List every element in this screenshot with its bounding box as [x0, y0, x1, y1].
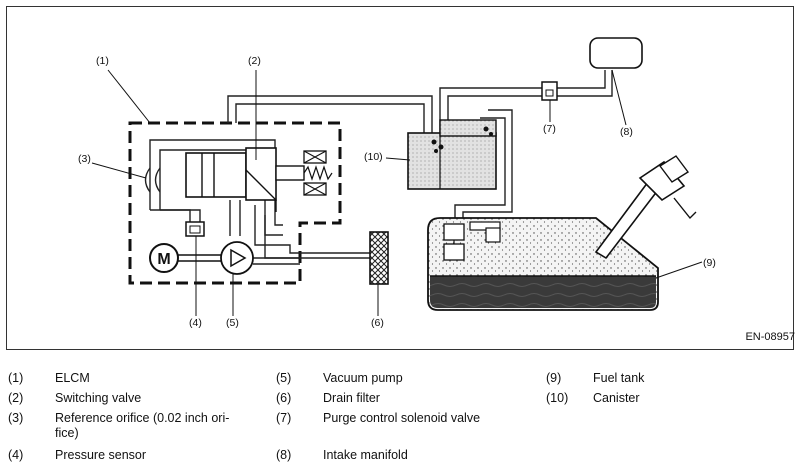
legend: (1) ELCM (2) Switching valve (3) Referen…: [0, 366, 803, 473]
callout-1: (1): [96, 55, 109, 67]
elcm-boundary: [128, 121, 342, 285]
legend-number: (4): [8, 448, 24, 462]
reference-orifice: [144, 167, 161, 193]
legend-number: (2): [8, 391, 24, 405]
diagram-frame: [6, 6, 794, 350]
legend-number: (5): [276, 371, 292, 385]
legend-text: ELCM: [55, 371, 90, 385]
callout-3: (3): [78, 153, 91, 165]
legend-number: (8): [276, 448, 292, 462]
legend-text-continued: fice): [55, 426, 79, 440]
filler-neck: [594, 155, 697, 260]
callout-7: (7): [543, 123, 556, 135]
callout-6: (6): [371, 317, 384, 329]
legend-text: Pressure sensor: [55, 448, 147, 462]
elcm-internal-piping: [149, 139, 370, 265]
motor-icon: M: [149, 243, 222, 273]
figure-code: EN-08957: [745, 331, 795, 343]
elcm-system-diagram: M: [78, 37, 716, 329]
callout-5: (5): [226, 317, 239, 329]
legend-number: (10): [546, 391, 569, 405]
leader-lines: [91, 69, 703, 316]
callout-9: (9): [703, 257, 716, 269]
callout-8: (8): [620, 126, 633, 138]
intake-manifold: [589, 37, 643, 69]
switching-valve: [185, 147, 333, 212]
pressure-sensor: [185, 221, 205, 237]
canister: [407, 119, 497, 190]
motor-symbol: M: [157, 251, 170, 268]
legend-number: (6): [276, 391, 292, 405]
legend-number: (9): [546, 371, 562, 385]
legend-number: (7): [276, 411, 292, 425]
legend-text: Canister: [593, 391, 640, 405]
legend-text: Reference orifice (0.02 inch ori-: [55, 411, 230, 425]
fuel-tank: [427, 217, 659, 311]
vacuum-pump-icon: [220, 241, 254, 275]
callout-4: (4): [189, 317, 202, 329]
legend-text: Fuel tank: [593, 371, 645, 385]
legend-text: Intake manifold: [323, 448, 408, 462]
legend-text: Purge control solenoid valve: [323, 411, 481, 425]
legend-text: Switching valve: [55, 391, 142, 405]
callout-2: (2): [248, 55, 261, 67]
legend-text: Vacuum pump: [323, 371, 403, 385]
legend-number: (3): [8, 411, 24, 425]
drain-filter: [369, 231, 389, 285]
callout-10: (10): [364, 151, 383, 163]
legend-text: Drain filter: [323, 391, 380, 405]
legend-number: (1): [8, 371, 24, 385]
purge-control-solenoid-valve: [541, 81, 558, 101]
